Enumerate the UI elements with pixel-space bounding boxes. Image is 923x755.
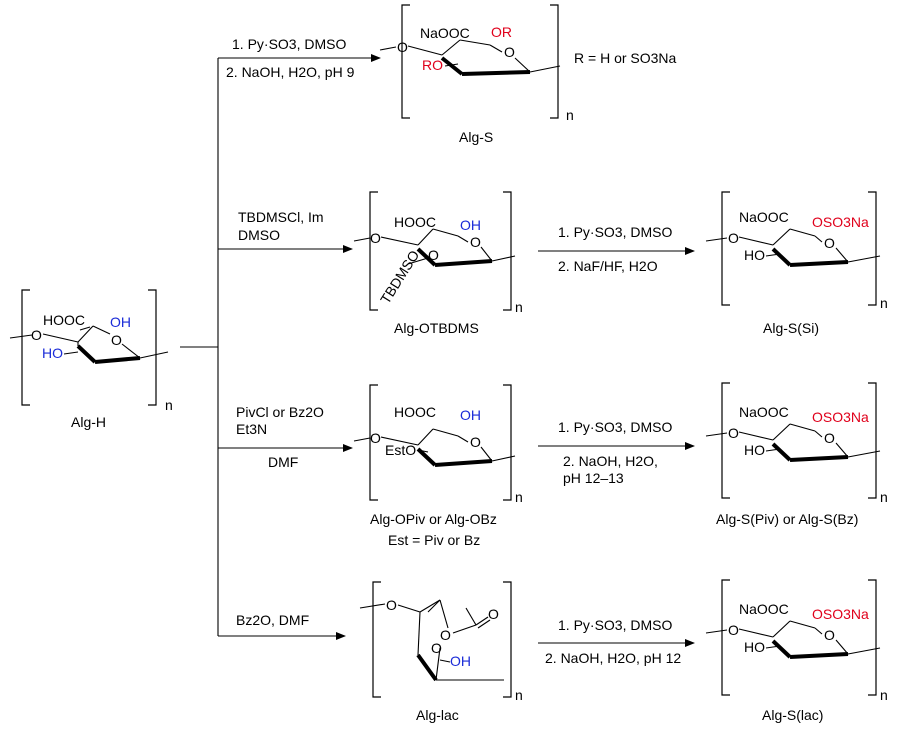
alg-opiv-label: Alg-OPiv or Alg-OBz <box>370 511 497 527</box>
svg-text:O: O <box>824 430 835 446</box>
alg-s-structure: O O NaOOC OR RO R = H or SO3Na n Alg-S <box>379 4 677 145</box>
svg-text:2. NaOH, H2O, pH 12: 2. NaOH, H2O, pH 12 <box>545 650 681 666</box>
esto-label: EstO <box>385 442 416 458</box>
alg-otbdms-label: Alg-OTBDMS <box>394 320 479 336</box>
alg-h-label: Alg-H <box>71 414 106 430</box>
bracket-left <box>21 289 30 406</box>
svg-text:OH: OH <box>460 217 481 233</box>
svg-text:2. NaOH, H2O,: 2. NaOH, H2O, <box>563 453 658 469</box>
oh-label: OH <box>450 653 471 669</box>
alg-otbdms-structure: O O HOOC OH O TBDMSO n Alg-OTBDMS <box>353 191 523 336</box>
svg-text:HO: HO <box>744 639 765 655</box>
svg-text:NaOOC: NaOOC <box>739 601 789 617</box>
route1-cond-2: 2. NaOH, H2O, pH 9 <box>226 64 355 80</box>
alg-h-structure: O O HOOC OH HO n Alg-H <box>9 289 173 430</box>
alg-s-si-label: Alg-S(Si) <box>763 320 819 336</box>
oso3na-label: OSO3Na <box>812 214 869 230</box>
branch-lines <box>180 54 381 640</box>
svg-text:O: O <box>370 430 381 446</box>
svg-text:O: O <box>824 235 835 251</box>
alg-s-piv-label: Alg-S(Piv) or Alg-S(Bz) <box>716 511 858 527</box>
svg-text:O: O <box>111 332 122 348</box>
glycosidic-o: O <box>31 327 42 343</box>
alg-s-piv-structure: O O NaOOC OSO3Na HO n Alg-S(Piv) or Alg-… <box>705 382 888 527</box>
alg-s-lac-label: Alg-S(lac) <box>762 707 823 723</box>
svg-text:O: O <box>440 627 451 643</box>
svg-text:O: O <box>428 247 439 263</box>
alg-lac-label: Alg-lac <box>416 707 459 723</box>
ho-3-label: HO <box>42 345 63 361</box>
svg-text:O: O <box>386 597 397 613</box>
alg-opiv-structure: O O HOOC OH EstO n Alg-OPiv or Alg-OBz E… <box>353 384 523 548</box>
svg-text:1. Py·SO3, DMSO: 1. Py·SO3, DMSO <box>558 419 672 435</box>
oh-2-label: OH <box>110 314 131 330</box>
svg-text:O: O <box>728 622 739 638</box>
tbdmso-label: TBDMSO <box>377 247 422 306</box>
svg-text:O: O <box>504 44 515 60</box>
naooc-label: NaOOC <box>420 25 470 41</box>
svg-text:OH: OH <box>460 407 481 423</box>
svg-text:O: O <box>824 627 835 643</box>
route2-cond-2: DMSO <box>238 227 280 243</box>
svg-text:OSO3Na: OSO3Na <box>812 606 869 622</box>
svg-text:NaOOC: NaOOC <box>739 209 789 225</box>
route1-cond-1: 1. Py·SO3, DMSO <box>232 36 346 52</box>
est-note: Est = Piv or Bz <box>388 532 480 548</box>
svg-text:O: O <box>728 425 739 441</box>
ro-label: RO <box>422 57 443 73</box>
cooh-label: HOOC <box>43 312 85 328</box>
svg-text:OSO3Na: OSO3Na <box>812 409 869 425</box>
svg-text:O: O <box>431 640 442 656</box>
svg-text:pH 12–13: pH 12–13 <box>563 470 624 486</box>
route3-cond-2: Et3N <box>236 421 267 437</box>
svg-text:O: O <box>728 230 739 246</box>
route3-cond-1: PivCl or Bz2O <box>236 404 324 420</box>
alg-s-lac-structure: O O NaOOC OSO3Na HO n Alg-S(lac) <box>705 579 888 723</box>
or-label: OR <box>491 24 512 40</box>
alg-s-label: Alg-S <box>459 129 493 145</box>
r-definition: R = H or SO3Na <box>574 50 677 66</box>
svg-text:O: O <box>370 230 381 246</box>
svg-text:n: n <box>515 489 523 505</box>
route2-step2-cond-2: 2. NaF/HF, H2O <box>558 258 658 274</box>
svg-text:O: O <box>470 234 481 250</box>
svg-text:n: n <box>515 687 523 703</box>
route4-cond-1: Bz2O, DMF <box>236 612 309 628</box>
repeat-n: n <box>165 397 173 413</box>
svg-text:NaOOC: NaOOC <box>739 404 789 420</box>
svg-text:O: O <box>397 39 408 55</box>
svg-text:n: n <box>880 489 888 505</box>
svg-text:n: n <box>880 295 888 311</box>
svg-text:n: n <box>566 107 574 123</box>
svg-text:HOOC: HOOC <box>394 404 436 420</box>
route3-cond-3: DMF <box>268 454 298 470</box>
svg-text:HO: HO <box>744 247 765 263</box>
svg-text:n: n <box>880 687 888 703</box>
svg-text:1. Py·SO3, DMSO: 1. Py·SO3, DMSO <box>558 617 672 633</box>
route2-step2-cond-1: 1. Py·SO3, DMSO <box>558 224 672 240</box>
bracket-right <box>148 289 157 406</box>
svg-text:n: n <box>515 299 523 315</box>
svg-text:O: O <box>470 434 481 450</box>
svg-text:HOOC: HOOC <box>394 214 436 230</box>
route2-cond-1: TBDMSCl, Im <box>238 209 324 225</box>
svg-text:HO: HO <box>744 442 765 458</box>
svg-text:O: O <box>488 606 499 622</box>
alg-lac-structure: O O O O OH n Alg-lac <box>359 581 523 723</box>
alg-s-si-structure: O O NaOOC OSO3Na HO n Alg-S(Si) <box>705 191 888 336</box>
